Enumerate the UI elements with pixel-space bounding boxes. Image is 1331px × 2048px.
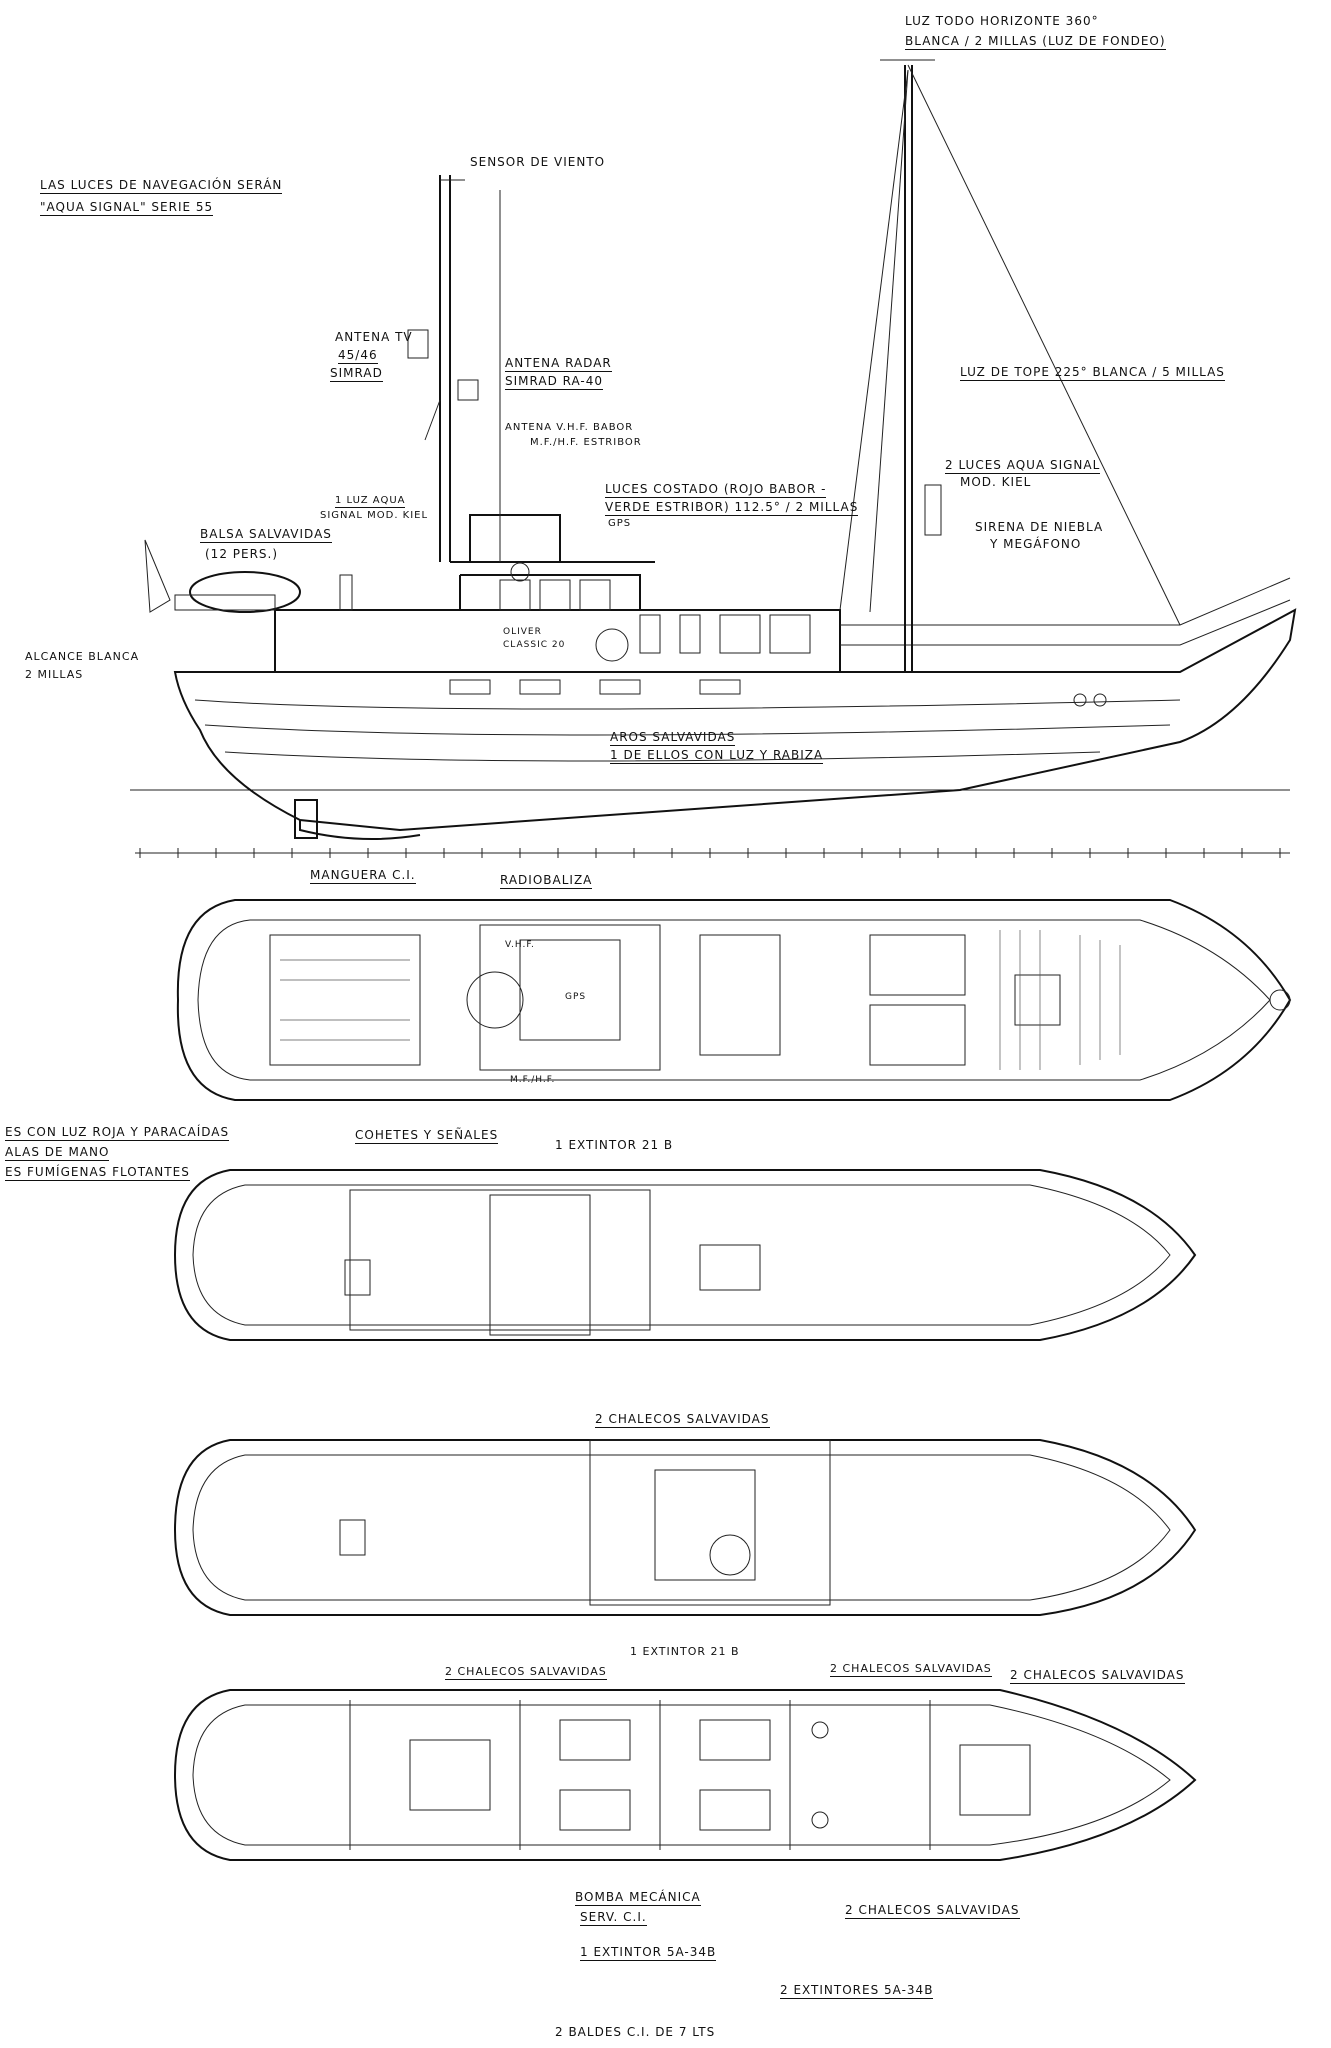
lower-jackets-fwd-label: 2 chalecos salvavidas [1010, 1668, 1185, 1684]
scale-bar [135, 848, 1290, 858]
lower-jackets-aft-label: 2 chalecos salvavidas [445, 1665, 607, 1680]
aqua-lights-label-line1: 2 luces aqua signal [945, 458, 1101, 474]
tv-antenna-label-line3: Simrad [330, 366, 383, 382]
flybridge-plan [173, 1169, 1197, 1341]
lower-jackets-mid-label: 2 chalecos salvavidas [830, 1662, 992, 1677]
mast-light-label: Luz de tope 225° blanca / 5 millas [960, 365, 1225, 381]
wind-sensor-label: Sensor de viento [470, 155, 606, 169]
aqua-light-single-label-line1: 1 luz aqua [335, 495, 406, 508]
gps-deck-label: GPS [565, 992, 587, 1002]
rockets-label: Cohetes y señales [355, 1128, 499, 1144]
flares-label-line2: alas de mano [5, 1145, 110, 1161]
side-lights-label-line2: verde estribor) 112.5° / 2 millas [605, 500, 859, 516]
gps-profile-label: GPS [608, 518, 632, 529]
main-deck-extinguisher-label: 1 extintor 21 B [630, 1645, 740, 1658]
lower-jackets-bottom-label: 2 chalecos salvavidas [845, 1903, 1020, 1919]
stern-light-label-line1: Alcance blanca [25, 650, 140, 663]
radar-label-line1: Antena radar [505, 356, 612, 372]
siren-label-line1: Sirena de niebla [975, 520, 1104, 534]
boat-name-line2: CLASSIC 20 [503, 640, 566, 650]
pump-label-line2: serv. C.I. [580, 1910, 647, 1926]
extinguisher-one-label: 1 extintor 5A-34B [580, 1945, 717, 1961]
fire-hose-label: Manguera C.I. [310, 868, 416, 884]
top-light-label-line2: Blanca / 2 millas (luz de fondeo) [905, 34, 1166, 50]
buckets-label: 2 baldes C.I. de 7 lts [555, 2025, 716, 2039]
aqua-light-single-label-line2: signal mod. kiel [320, 510, 429, 521]
stern-light-label-line2: 2 millas [25, 668, 84, 681]
siren-label-line2: y megáfono [990, 537, 1082, 551]
radar-label-line2: Simrad RA-40 [505, 374, 604, 390]
profile-view [130, 59, 1297, 840]
lights-note-line1: Las luces de navegación serán [40, 178, 283, 194]
deck-plan [176, 899, 1292, 1101]
lifebuoys-label-line2: 1 de ellos con luz y rabiza [610, 748, 824, 764]
radio-beacon-label: Radiobaliza [500, 873, 593, 889]
tv-antenna-label-line1: Antena TV [335, 330, 413, 344]
vhf-label-line1: Antena V.H.F. babor [505, 422, 634, 433]
vhf-label-line2: M.F./H.F. estribor [530, 437, 642, 448]
aqua-lights-label-line2: mod. kiel [960, 475, 1032, 489]
lower-deck-plan [173, 1689, 1197, 1861]
vhf-deck-label: V.H.F. [505, 940, 535, 950]
pump-label-line1: Bomba mecánica [575, 1890, 701, 1906]
top-light-label-line1: Luz todo horizonte 360° [905, 14, 1099, 28]
liferaft-label-line1: Balsa salvavidas [200, 527, 332, 543]
flybridge-extinguisher-label: 1 extintor 21 B [555, 1138, 674, 1152]
extinguisher-two-label: 2 extintores 5A-34B [780, 1983, 934, 1999]
lights-note-line2: "Aqua Signal" serie 55 [40, 200, 214, 216]
flares-label-line1: es con luz roja y paracaídas [5, 1125, 230, 1141]
mf-deck-label: M.F./H.F. [510, 1075, 556, 1085]
main-deck-jackets-label: 2 chalecos salvavidas [595, 1412, 770, 1428]
boat-name-line1: OLIVER [503, 627, 542, 637]
main-deck-plan [173, 1439, 1197, 1616]
side-lights-label-line1: Luces costado (rojo babor - [605, 482, 827, 498]
liferaft-label-line2: (12 pers.) [205, 547, 279, 561]
flares-label-line3: es fumígenas flotantes [5, 1165, 190, 1181]
tv-antenna-label-line2: 45/46 [338, 348, 378, 364]
lifebuoys-label-line1: Aros salvavidas [610, 730, 736, 746]
